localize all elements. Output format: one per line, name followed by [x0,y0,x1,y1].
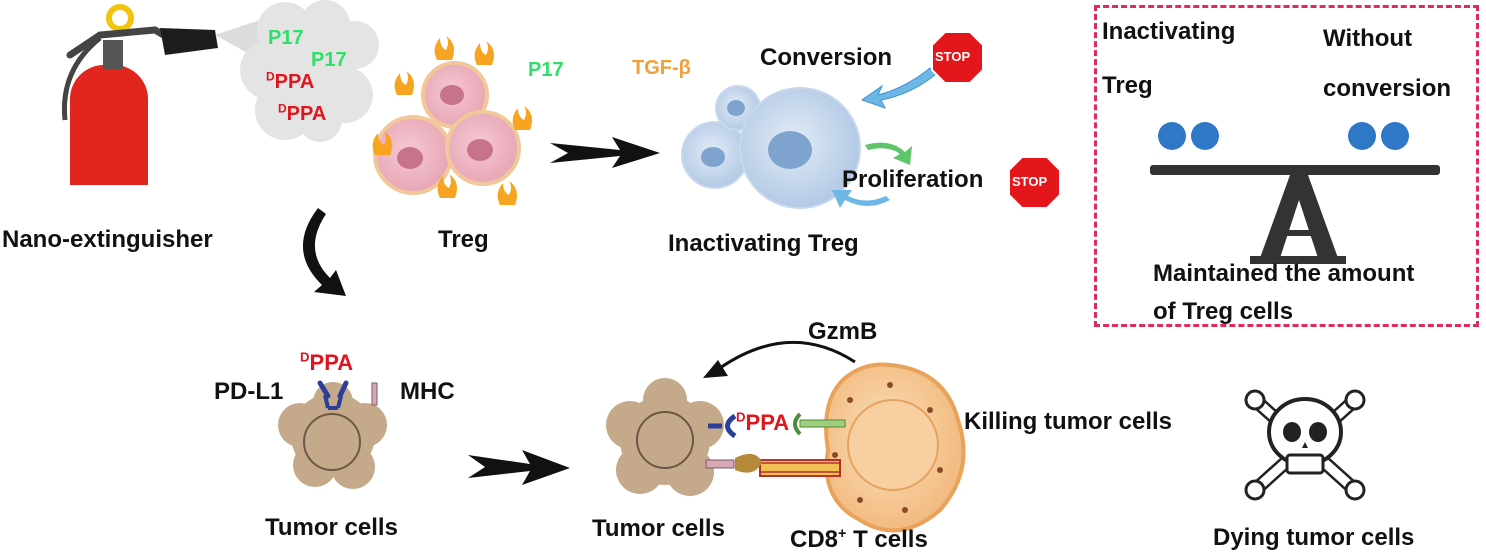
t-cells-text: T cells [846,526,928,553]
dppa-superscript: D [278,101,287,116]
stop-sign-text: STOP [935,49,971,64]
box-label-maintained: Maintained the amount [1153,260,1415,287]
box-label-of-treg-cells: of Treg cells [1153,298,1294,325]
label-pd-l1: PD-L1 [214,378,284,405]
label-tumor-cells: Tumor cells [265,514,398,541]
label-dppa: DPPA [300,349,354,375]
label-killing-tumor-cells: Killing tumor cells [964,408,1173,435]
stop-sign-icon [931,31,984,84]
dppa-text: PPA [745,410,790,435]
label-mhc: MHC [400,378,455,405]
box-label-treg: Treg [1102,72,1153,99]
cd8-superscript: + [838,526,847,542]
label-proliferation: Proliferation [842,166,984,193]
label-p17: P17 [268,27,304,49]
fire-extinguisher-icon [61,4,218,185]
box-label-conversion: conversion [1323,75,1452,102]
cd8-t-cell [735,362,966,533]
label-tgf-beta: TGF-β [632,57,691,79]
label-dppa: DPPA [736,409,790,435]
label-treg: Treg [438,226,489,253]
label-p17-mid: P17 [528,59,564,81]
gzmb-arrow [719,340,856,370]
label-inactivating-treg: Inactivating Treg [668,230,859,257]
treg-balance-box [1094,5,1479,327]
balance-scale-icon [1150,122,1440,264]
dppa-text: PPA [309,350,354,375]
stop-sign-text: STOP [1012,174,1048,189]
flame-icons [372,36,532,205]
label-p17: P17 [311,49,347,71]
arrow-right-2 [468,450,570,485]
curved-arrow-down [302,208,346,296]
proliferation-arrow-blue [832,190,890,208]
arrow-right-1 [550,137,660,168]
tumor-cell-2 [606,378,737,496]
gzmb-arrowhead [703,360,728,378]
label-dppa: DPPA [266,69,315,93]
label-dppa: DPPA [278,101,327,125]
label-nano-extinguisher: Nano-extinguisher [2,226,213,253]
spray-cloud [215,0,379,142]
label-tumor-cells: Tumor cells [592,515,725,542]
label-cd8-t-cells: CD8+ T cells [790,526,928,553]
label-dying-tumor-cells: Dying tumor cells [1213,524,1415,551]
dppa-superscript: D [266,69,275,84]
dppa-superscript: D [736,409,746,425]
box-label-inactivating: Inactivating [1102,18,1236,45]
dppa-superscript: D [300,349,310,365]
proliferation-arrow-green [865,142,912,165]
tumor-cell-1 [278,380,387,489]
inactivated-treg-cells [681,85,861,209]
treg-cell-cluster [373,61,521,195]
stop-sign-icon [1008,156,1061,209]
dppa-text: PPA [286,103,327,125]
label-gzmb: GzmB [808,318,878,345]
cd8-text: CD8 [790,526,839,553]
conversion-arrow [860,67,937,109]
dppa-text: PPA [274,71,315,93]
box-label-without: Without [1323,25,1413,52]
skull-crossbones-icon [1244,389,1366,501]
label-conversion: Conversion [760,44,893,71]
